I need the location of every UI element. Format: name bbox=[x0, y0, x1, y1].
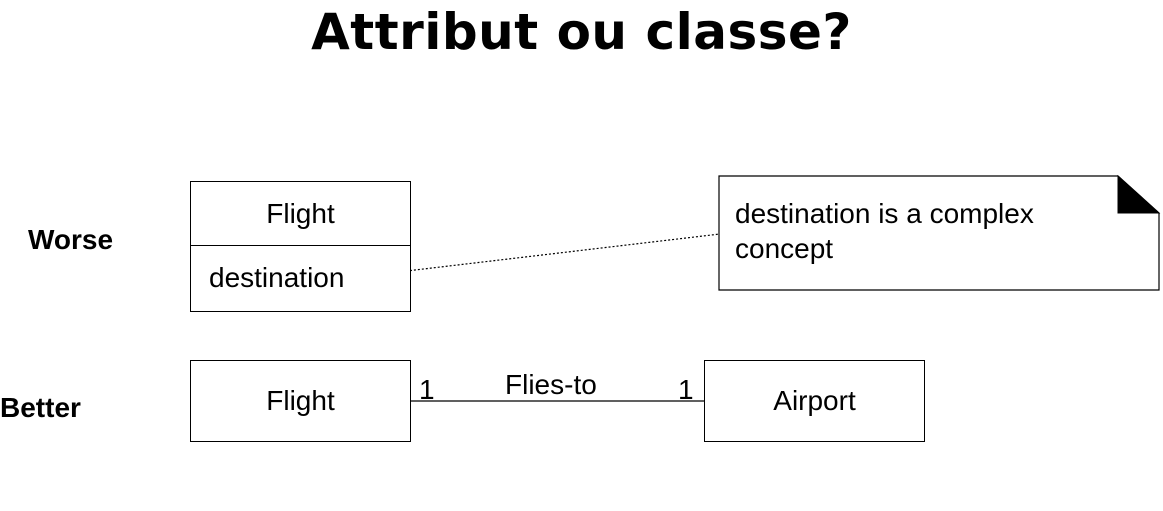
slide-title: Attribut ou classe? bbox=[311, 3, 852, 61]
class-name: Flight bbox=[191, 182, 410, 246]
source-multiplicity: 1 bbox=[419, 374, 435, 405]
note-text: destination is a complex concept bbox=[735, 198, 1034, 264]
note-anchor-line bbox=[397, 233, 721, 273]
class-attribute: destination bbox=[209, 262, 345, 293]
better-flight-class: Flight bbox=[190, 360, 411, 442]
worse-flight-class: Flight destination bbox=[190, 181, 411, 312]
association-name: Flies-to bbox=[505, 369, 597, 400]
note-shape bbox=[718, 175, 1160, 291]
note-fold bbox=[1117, 174, 1161, 214]
better-label: Better bbox=[0, 392, 81, 423]
airport-class: Airport bbox=[704, 360, 925, 442]
worse-label: Worse bbox=[28, 224, 114, 255]
target-multiplicity: 1 bbox=[678, 374, 694, 405]
